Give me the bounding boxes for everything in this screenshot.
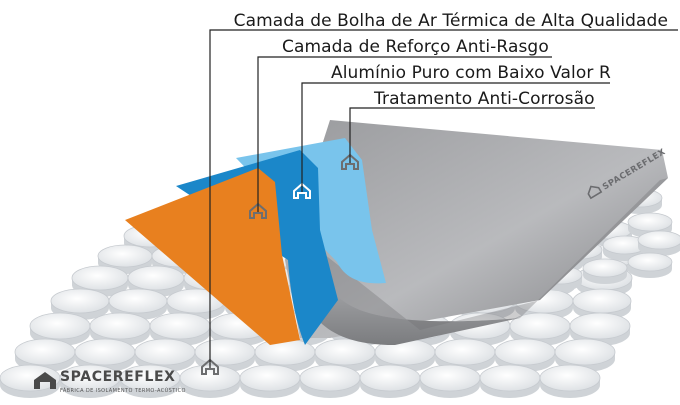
bubble xyxy=(637,230,680,250)
bubble xyxy=(108,288,168,314)
brand-name: SPACEREFLEX xyxy=(60,369,176,385)
bubble xyxy=(299,364,361,392)
leader-line-anti-corrosion xyxy=(349,107,595,163)
house-icon xyxy=(249,202,267,219)
bubble xyxy=(494,338,556,366)
bubble xyxy=(239,364,301,392)
leader-line-reinforcement xyxy=(257,56,552,212)
bubble xyxy=(14,338,76,366)
bubble xyxy=(419,364,481,392)
leader-line-aluminium xyxy=(301,82,610,192)
bubble xyxy=(89,312,151,340)
bubble xyxy=(134,338,196,366)
bubble xyxy=(194,338,256,366)
bubble xyxy=(29,312,91,340)
leader-lines xyxy=(209,29,678,368)
bubble xyxy=(71,265,129,291)
bubble xyxy=(74,338,136,366)
bubble xyxy=(50,288,110,314)
bubble xyxy=(97,244,153,268)
bubble xyxy=(627,252,673,272)
callout-thermal-bubble-layer: Camada de Bolha de Ar Térmica de Alta Qu… xyxy=(233,11,668,31)
bubble xyxy=(149,312,211,340)
callout-aluminium-layer: Alumínio Puro com Baixo Valor R xyxy=(331,63,611,83)
bubble xyxy=(569,312,631,340)
bubble xyxy=(554,338,616,366)
leader-line-thermal xyxy=(209,29,678,368)
house-icon xyxy=(341,153,359,170)
house-icon xyxy=(293,182,311,199)
bubble xyxy=(572,288,632,314)
bubble xyxy=(127,265,185,291)
bubble xyxy=(627,212,673,232)
bubble xyxy=(582,258,628,278)
brand-tagline: FÁBRICA DE ISOLAMENTO TERMO-ACÚSTICO xyxy=(60,388,186,394)
bubble xyxy=(479,364,541,392)
aluminium-curl xyxy=(290,235,520,345)
house-logo-icon xyxy=(34,372,56,389)
bubble xyxy=(434,338,496,366)
bubble xyxy=(359,364,421,392)
aluminium-sheet xyxy=(285,120,668,338)
callout-anti-corrosion-layer: Tratamento Anti-Corrosão xyxy=(374,89,595,109)
callout-reinforcement-layer: Camada de Reforço Anti-Rasgo xyxy=(282,37,549,57)
house-icon xyxy=(201,358,219,375)
bubble xyxy=(539,364,601,392)
